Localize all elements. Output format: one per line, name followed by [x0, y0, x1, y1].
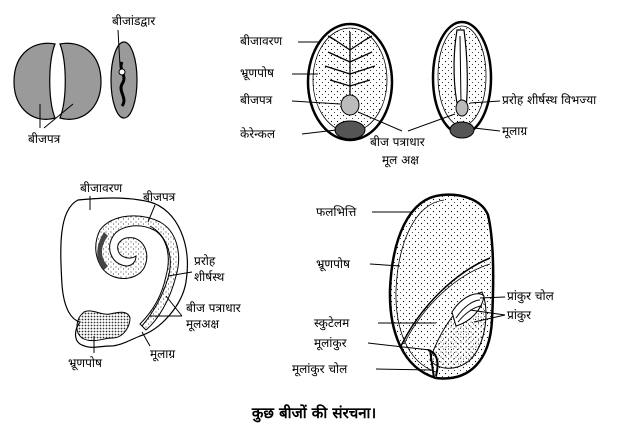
castor-axis-label-1: बीज पत्राधार	[370, 135, 426, 149]
leader	[147, 204, 156, 223]
castor-cotyledon-label: बीजपत्र	[240, 93, 273, 107]
leader	[469, 100, 501, 104]
leader	[369, 263, 401, 267]
curved-plumule-label-2: शीर्षस्थ	[194, 270, 225, 284]
bean-hilum-label: बीजांडद्वार	[112, 14, 156, 28]
leader	[469, 309, 506, 316]
maize-coleoptile-label: प्रांकुर चोल	[507, 289, 555, 304]
bean-seed-side	[110, 41, 138, 119]
leader	[367, 342, 431, 351]
bean-cotyledons-label: बीजपत्र	[28, 132, 61, 146]
castor-endosperm-label: भ्रूणपोष	[240, 66, 275, 81]
bean-seed-open	[13, 42, 102, 120]
maize-scutellum-label: स्कुटेलम	[314, 316, 350, 331]
castor-seed-ls-left	[306, 22, 394, 142]
castor-seed-coat-label: बीजावरण	[240, 34, 283, 48]
curved-axis-label-1: बीज पत्राधार	[186, 301, 242, 315]
curved-plumule-label-1: प्ररोह	[194, 254, 216, 268]
leader	[301, 129, 337, 135]
leader	[375, 368, 433, 371]
curved-cotyledon-label: बीजपत्र	[143, 190, 176, 204]
leader	[291, 100, 341, 105]
leader	[473, 314, 506, 323]
leader	[165, 295, 183, 317]
leader	[117, 29, 121, 67]
leader	[167, 271, 193, 277]
leader	[141, 331, 151, 347]
maize-plumule-label: प्रांकुर	[507, 308, 532, 323]
maize-endosperm-label: भ्रूणपोष	[316, 257, 351, 272]
leader	[473, 127, 501, 132]
leader	[407, 113, 456, 132]
curved-axis-label-2: मूलअक्ष	[186, 317, 219, 332]
castor-caruncle-label: केरेन्कल	[240, 127, 276, 141]
curved-seed-coat-label: बीजावरण	[80, 181, 123, 195]
maize-coleorhiza-label: मूलांकुर चोल	[292, 362, 348, 377]
figure-caption: कुछ बीजों की संरचना।	[251, 404, 376, 423]
castor-plumule-label: प्ररोह शीर्षस्थ विभज्या	[502, 93, 597, 107]
castor-seed-ls-right	[431, 20, 493, 139]
castor-radicle-label: मूलाग्र	[502, 124, 527, 139]
maize-grain-ls	[388, 193, 495, 380]
leader	[357, 111, 403, 132]
curved-endosperm-label: भ्रूणपोष	[68, 356, 103, 371]
curved-radicle-label: मूलाग्र	[150, 347, 175, 362]
maize-pericarp-label: फलभित्ति	[316, 205, 357, 219]
leader	[479, 296, 506, 299]
leader	[43, 103, 74, 129]
maize-radicle-label: मूलांकुर	[314, 336, 348, 351]
castor-axis-label-2: मूल अक्ष	[382, 153, 419, 168]
curved-seed	[60, 197, 188, 348]
